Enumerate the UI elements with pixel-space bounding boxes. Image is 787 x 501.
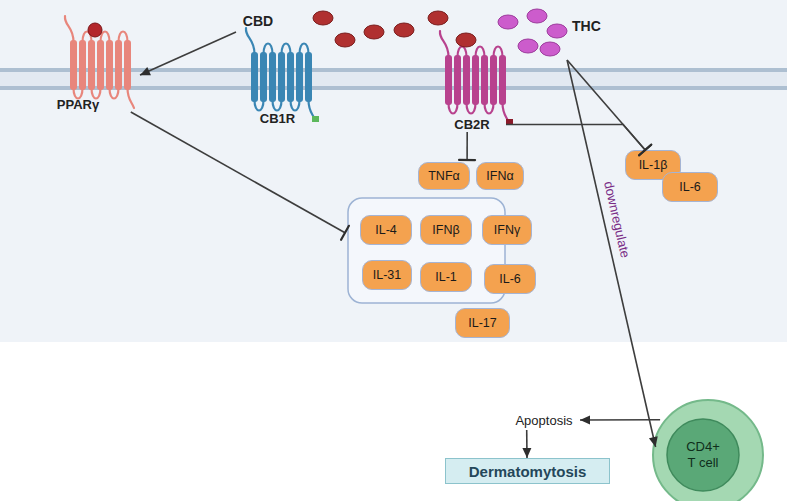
cytokine-name: IFNβ [432,223,459,237]
connector [567,60,651,155]
cytokine-box: IL-6 [662,172,718,202]
cytokine-box: IL-1 [420,262,472,292]
cytokine-box: IL-31 [362,260,412,290]
cytokine-box: IL-4 [360,215,412,245]
node-text: CB2R [438,117,506,132]
connector-line [567,60,645,150]
cytokine-box: TNFα [418,162,470,190]
receptor-symbol [65,16,134,108]
cytokine-name: IL-31 [373,268,402,282]
inhibit-bar [639,145,651,155]
inhibit-bar [639,145,651,155]
arrow-head [649,436,658,447]
ligand-ball [88,23,102,37]
connector [506,125,651,156]
connector-line [567,60,656,447]
inhibit-bar [459,159,475,161]
connector-line [526,430,528,458]
receptor-node: PPARγ [48,15,140,112]
cbd-molecules [313,11,476,47]
cytokine-name: IL-17 [468,316,497,330]
connector [580,415,660,424]
cytokine-box: IFNγ [482,215,532,245]
receptor-symbol [440,31,509,123]
arrow-head [580,415,590,424]
cytokine-name: IL-4 [375,223,397,237]
arrow-head [140,67,151,75]
connector [459,132,475,160]
cytokine-name: IL-6 [679,180,701,194]
cytokine-box: IFNβ [420,215,472,245]
cytokine-name: IL-1β [639,158,668,172]
background-panel [0,0,787,342]
connector [140,32,236,75]
cytokine-box: IL-17 [455,308,510,338]
receptor-node: CB2R [438,25,506,132]
receptor-node: CB1R [240,20,315,126]
node-text: Dermatomytosis [469,463,587,480]
arrow-head [522,448,531,458]
cytokine-group: TNFα IFNαIL-4 IFNβ IFNγIL-31 IL-1 IL-6IL-17 [345,160,540,342]
receptor-tail [506,119,513,125]
cytokine-name: IFNγ [494,223,520,237]
node-text: CD4+ T cell [682,439,724,470]
node-text: PPARγ [48,97,108,112]
cell-text-holder: CD4+ T cell [667,419,739,491]
node-text: CB1R [240,111,315,126]
connector-line [466,132,468,160]
drug-label: CBD [236,10,280,32]
cell-nucleus [667,419,739,491]
thc-molecules [498,9,567,56]
cell-membrane [653,400,763,501]
node-text: THC [572,18,601,34]
connector-line [580,419,660,421]
connector-line [506,125,645,151]
cytokine-box: IL-6 [484,264,536,294]
process-label: Apoptosis [508,410,580,430]
drug-label: THC [500,8,610,60]
receptor-tail [312,116,319,122]
receptor-symbol [246,28,315,120]
cytokine-box: IFNα [476,162,524,190]
node-text: Apoptosis [515,413,572,428]
cytokine-name: IL-6 [499,272,521,286]
outcome-box: Dermatomytosis [445,458,610,484]
cytokine-name: IL-1 [435,270,457,284]
connector [522,430,531,458]
node-text: CBD [243,13,273,29]
cell-circle: CD4+ T cell [651,398,765,501]
connector [567,60,658,447]
connector [131,112,349,240]
connector-line [131,112,345,233]
cytokine-name: IFNα [486,169,513,183]
connector-line [140,32,236,75]
cytokine-name: TNFα [428,169,460,183]
group-outline-rect [348,198,505,303]
inhibit-bar [341,226,349,240]
